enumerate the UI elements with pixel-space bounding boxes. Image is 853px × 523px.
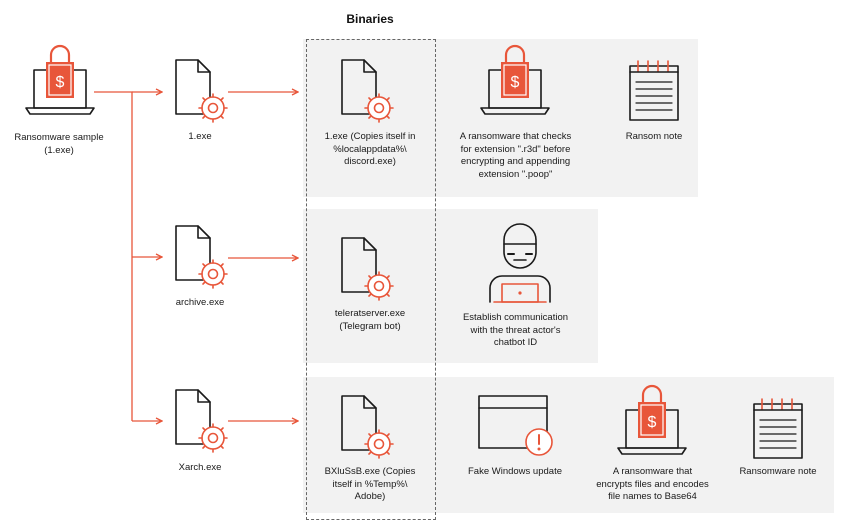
binaries-box bbox=[306, 39, 436, 520]
binary-label-1: 1.exe (Copies itself in %localappdata%\ … bbox=[324, 131, 416, 167]
row3-item-label-1: Fake Windows update bbox=[468, 466, 562, 477]
row3-item-label-3: Ransomware note bbox=[739, 466, 817, 477]
svg-text:$: $ bbox=[56, 74, 65, 91]
dropper-label-3: Xarch.exe bbox=[178, 462, 222, 473]
hacker-laptop-icon bbox=[489, 223, 551, 303]
laptop-lock-icon: $ bbox=[617, 384, 687, 455]
dropper-label-2: archive.exe bbox=[175, 297, 225, 308]
laptop-lock-icon: $ bbox=[480, 44, 550, 115]
row2-item-label-1: Establish communication with the threat … bbox=[462, 312, 569, 348]
svg-text:$: $ bbox=[511, 74, 520, 91]
window-alert-icon bbox=[478, 395, 553, 456]
notepad-icon bbox=[753, 398, 803, 459]
exe-file-gear-icon bbox=[341, 59, 394, 123]
binaries-title: Binaries bbox=[346, 12, 394, 26]
svg-text:$: $ bbox=[648, 414, 657, 431]
notepad-icon bbox=[629, 60, 679, 121]
dropper-label-1: 1.exe bbox=[188, 131, 212, 142]
exe-file-gear-icon bbox=[175, 389, 228, 453]
row1-item-label-1: A ransomware that checks for extension "… bbox=[459, 131, 572, 180]
exe-file-gear-icon bbox=[175, 225, 228, 289]
binary-label-3: BXluSsB.exe (Copies itself in %Temp%\ Ad… bbox=[324, 466, 416, 502]
exe-file-gear-icon bbox=[341, 237, 394, 301]
row2-panel bbox=[303, 209, 598, 363]
row3-item-label-2: A ransomware that encrypts files and enc… bbox=[596, 466, 709, 502]
row3-panel bbox=[303, 377, 834, 513]
binary-label-2: teleratserver.exe (Telegram bot) bbox=[334, 308, 406, 332]
exe-file-gear-icon bbox=[175, 59, 228, 123]
laptop-lock-icon: $ bbox=[25, 44, 95, 115]
source-label: Ransomware sample (1.exe) bbox=[14, 132, 104, 156]
exe-file-gear-icon bbox=[341, 395, 394, 459]
row1-item-label-2: Ransom note bbox=[625, 131, 683, 142]
